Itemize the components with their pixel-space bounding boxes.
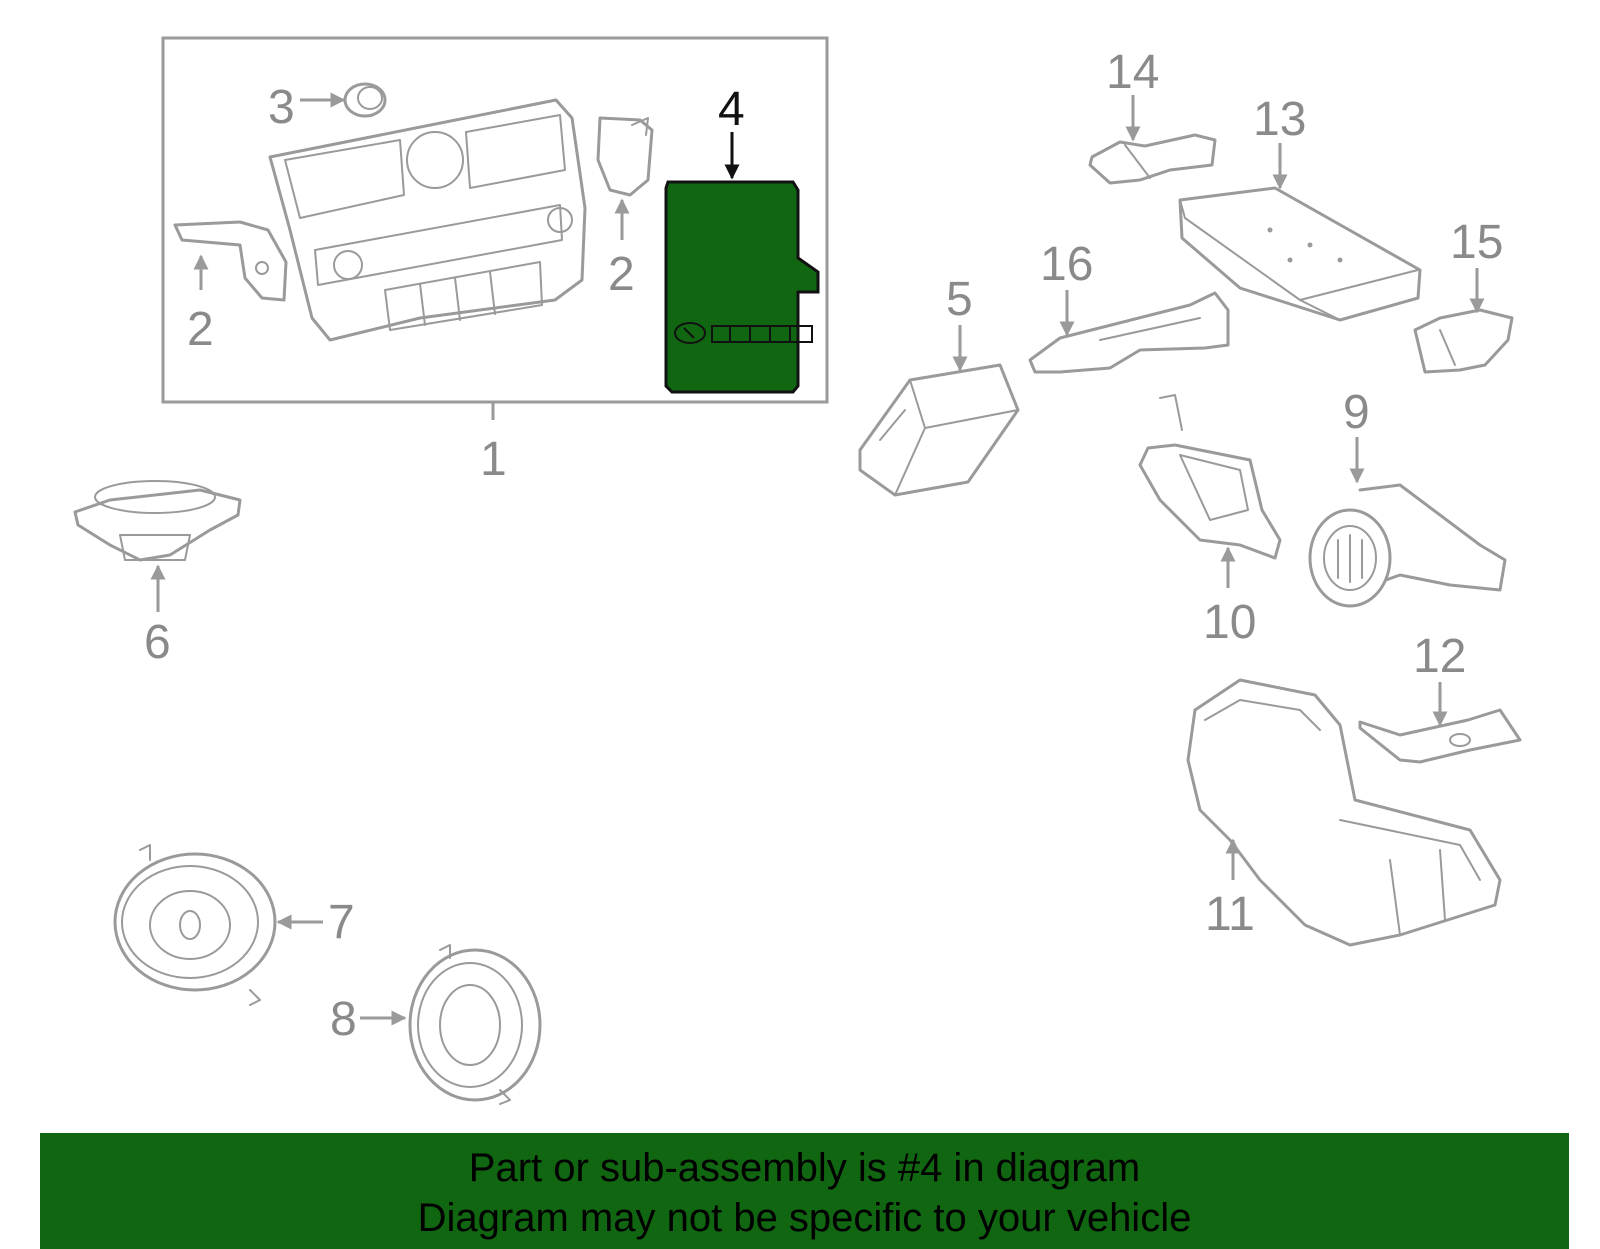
callout-11: 11	[1205, 888, 1255, 941]
subwoofer-part-11	[1186, 678, 1502, 947]
callout-6: 6	[144, 616, 171, 669]
callout-12: 12	[1413, 630, 1466, 683]
speaker-part-9	[1308, 483, 1507, 608]
callout-1: 1	[480, 433, 507, 486]
banner-line-2: Diagram may not be specific to your vehi…	[417, 1196, 1192, 1240]
callout-9: 9	[1343, 386, 1370, 439]
amplifier-part-13	[1178, 186, 1422, 322]
info-banner: Part or sub-assembly is #4 in diagram Di…	[40, 1133, 1569, 1249]
callout-3: 3	[268, 81, 295, 134]
bracket-part-14	[1088, 133, 1217, 185]
speaker-part-7	[113, 844, 277, 1006]
callout-14: 14	[1106, 46, 1159, 99]
bracket-part-15	[1413, 308, 1514, 374]
bracket-part-16	[1028, 291, 1230, 374]
callout-2a: 2	[187, 303, 214, 356]
callout-5: 5	[946, 273, 973, 326]
assembly-box	[161, 36, 829, 404]
callout-15: 15	[1450, 216, 1503, 269]
head-unit-panel	[268, 98, 587, 342]
callout-2b: 2	[608, 248, 635, 301]
callout-16: 16	[1040, 238, 1093, 291]
callout-10: 10	[1203, 596, 1256, 649]
knob-part	[343, 82, 387, 118]
speaker-part-10	[1138, 394, 1282, 560]
bracket-part-12	[1358, 708, 1522, 764]
speaker-part-6	[73, 480, 242, 562]
callout-8: 8	[330, 993, 357, 1046]
speaker-part-8	[408, 944, 542, 1105]
callout-7: 7	[328, 896, 355, 949]
module-part-5	[858, 363, 1020, 497]
callout-4: 4	[718, 83, 745, 136]
callout-13: 13	[1253, 93, 1306, 146]
bracket-left	[173, 220, 288, 302]
highlighted-part-4	[664, 180, 820, 394]
banner-line-1: Part or sub-assembly is #4 in diagram	[468, 1146, 1141, 1190]
bracket-right	[596, 116, 654, 197]
